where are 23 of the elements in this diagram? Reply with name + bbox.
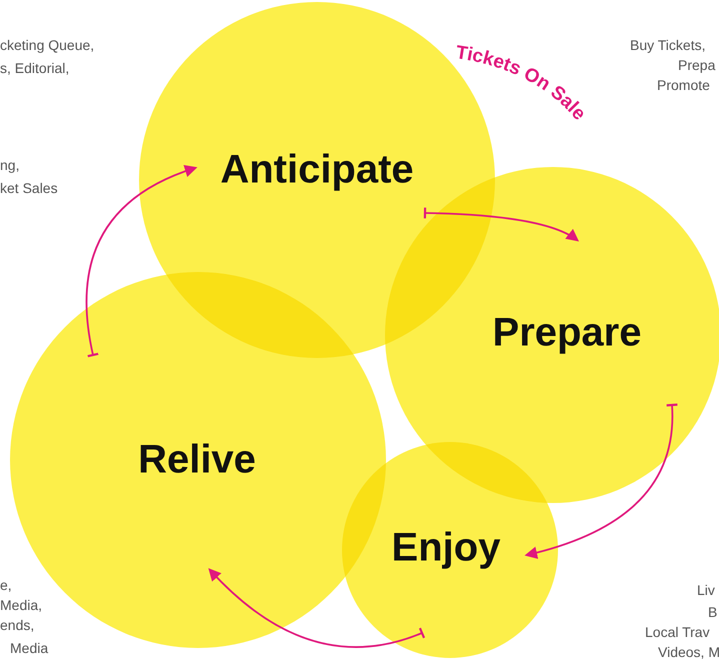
note-text: Videos, M: [658, 643, 719, 661]
curved-arrow: [524, 404, 678, 559]
curved-arrow: [424, 206, 580, 242]
note-text: ng,: [0, 156, 20, 174]
note-text: cketing Queue,: [0, 36, 94, 54]
stage-title: Enjoy: [392, 526, 500, 570]
note-text: ket Sales: [0, 179, 58, 197]
note-text: s, Editorial,: [0, 59, 70, 77]
note-text: Promote: [657, 76, 710, 94]
curved-arrow: [208, 568, 425, 648]
note-text: Liv: [697, 581, 715, 599]
stage-title: Relive: [138, 438, 256, 482]
curved-arrow: [86, 166, 198, 358]
stage-title: Prepare: [492, 310, 642, 356]
note-text: e,: [0, 576, 12, 594]
note-text: Buy Tickets,: [630, 36, 706, 54]
note-text: Local Trav: [645, 623, 710, 641]
note-text: ends,: [0, 616, 34, 634]
note-text: Prepa: [678, 56, 716, 74]
note-text: B: [708, 603, 718, 621]
stage-title: Anticipate: [220, 148, 414, 192]
note-text: Media,: [0, 596, 42, 614]
note-text: Media: [10, 639, 48, 657]
